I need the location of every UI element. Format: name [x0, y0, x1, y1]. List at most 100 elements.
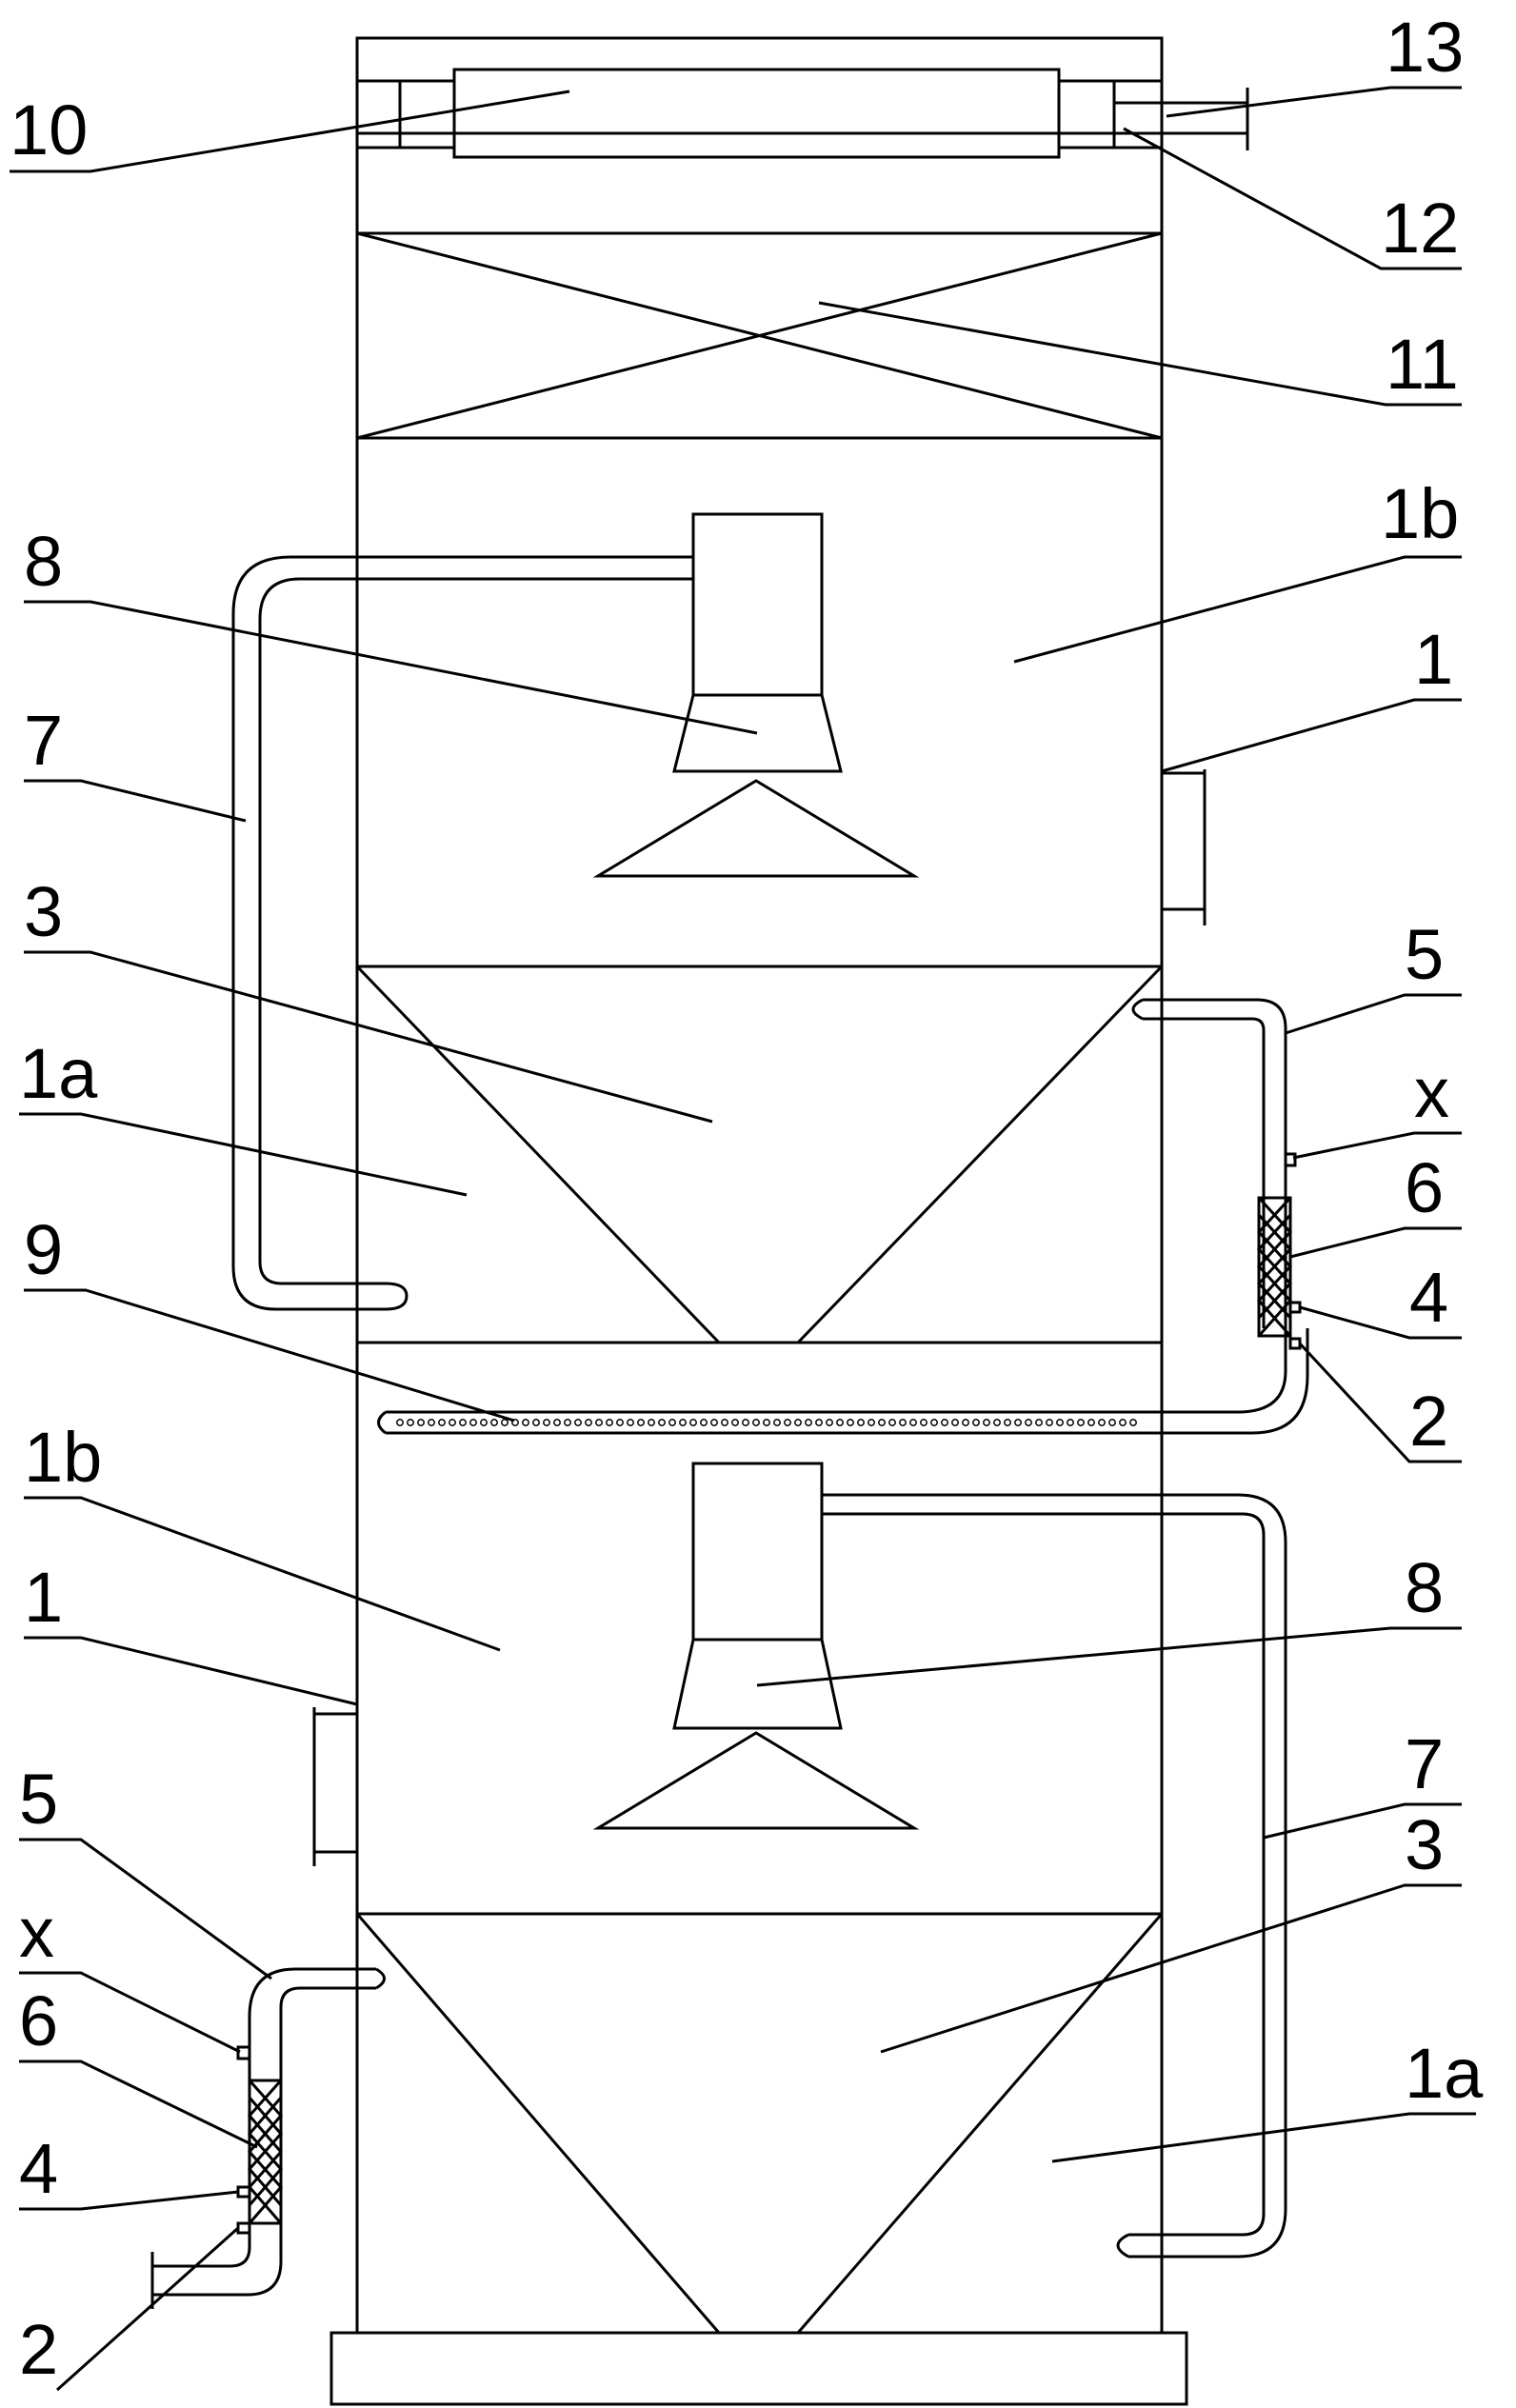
perforation-hole [878, 1419, 886, 1426]
label-3-bottom: 3 [1405, 1805, 1444, 1884]
perforation-hole [417, 1419, 425, 1426]
label-1a-top: 1a [19, 1034, 98, 1113]
label-6-left: 6 [19, 1981, 58, 2060]
label-8-bottom: 8 [1405, 1548, 1444, 1627]
perforation-hole [868, 1419, 875, 1426]
perforation-hole [899, 1419, 907, 1426]
perforation-hole [438, 1419, 446, 1426]
perforation-hole [689, 1419, 697, 1426]
lower-reaction-vessel [592, 1462, 920, 1830]
perforation-hole [941, 1419, 948, 1426]
collector-left-end [355, 79, 456, 149]
perforation-hole [1067, 1419, 1074, 1426]
perforation-hole [1087, 1419, 1095, 1426]
perforation-hole [742, 1419, 749, 1426]
label-1b-bottom: 1b [24, 1418, 102, 1497]
perforation-hole [826, 1419, 833, 1426]
label-7-left: 7 [24, 701, 63, 780]
label-2-right: 2 [1409, 1382, 1448, 1461]
perforation-hole [1129, 1419, 1137, 1426]
perforation-hole [1035, 1419, 1043, 1426]
perforation-hole [972, 1419, 980, 1426]
right-recirculation-assembly [1131, 998, 1302, 1350]
perforation-hole [951, 1419, 959, 1426]
upper-hopper [355, 965, 1164, 1344]
leader-lines [10, 86, 1476, 2392]
perforation-hole [1098, 1419, 1106, 1426]
right-fitting-2 [1288, 1337, 1302, 1350]
label-1-left: 1 [24, 1558, 63, 1637]
packing-layer [356, 231, 1163, 440]
label-x-right: x [1414, 1053, 1449, 1132]
perforation-hole [1119, 1419, 1127, 1426]
perforation-hole [700, 1419, 708, 1426]
label-4-left: 4 [19, 2129, 58, 2208]
label-4-right: 4 [1409, 1258, 1448, 1337]
collector-pipe [452, 68, 1061, 159]
label-3-top: 3 [24, 872, 63, 951]
perforated-distributor [377, 1328, 1309, 1435]
tower-body [355, 36, 1164, 2335]
left-fitting-2 [236, 2221, 251, 2235]
label-5-right: 5 [1405, 915, 1444, 994]
perforation-hole [480, 1419, 488, 1426]
perforation-hole [616, 1419, 624, 1426]
perforation-hole [993, 1419, 1001, 1426]
perforation-hole [721, 1419, 728, 1426]
perforation-hole [836, 1419, 844, 1426]
label-1a-bottom: 1a [1405, 2034, 1484, 2113]
lower-riser-pipe [822, 1493, 1287, 2259]
perforation-hole [407, 1419, 414, 1426]
perforation-hole [983, 1419, 990, 1426]
distributor-holes [396, 1419, 1137, 1426]
perforation-hole [815, 1419, 823, 1426]
perforation-hole [501, 1419, 509, 1426]
upper-side-nozzle [1162, 769, 1207, 925]
label-1b-top: 1b [1381, 474, 1459, 553]
perforation-hole [658, 1419, 666, 1426]
right-fitting-4 [1288, 1301, 1302, 1314]
label-x-left: x [19, 1893, 54, 1972]
perforation-hole [962, 1419, 969, 1426]
perforation-hole [763, 1419, 770, 1426]
perforation-hole [857, 1419, 865, 1426]
perforation-hole [1025, 1419, 1032, 1426]
perforation-hole [930, 1419, 938, 1426]
label-13: 13 [1386, 8, 1464, 87]
perforation-hole [428, 1419, 435, 1426]
perforation-hole [1046, 1419, 1053, 1426]
perforation-hole [574, 1419, 582, 1426]
perforation-hole [553, 1419, 561, 1426]
perforation-hole [710, 1419, 718, 1426]
left-recirculation-assembly [150, 1967, 386, 2309]
perforation-hole [606, 1419, 613, 1426]
perforation-hole [511, 1419, 519, 1426]
label-10: 10 [10, 90, 88, 169]
perforation-hole [805, 1419, 812, 1426]
perforation-hole [585, 1419, 592, 1426]
top-collector-assembly [355, 68, 1249, 159]
collector-right-end [1057, 79, 1164, 149]
perforation-hole [490, 1419, 498, 1426]
perforation-hole [522, 1419, 529, 1426]
perforation-hole [1056, 1419, 1064, 1426]
perforation-hole [784, 1419, 791, 1426]
left-fitting-4 [236, 2185, 251, 2199]
perforation-hole [1108, 1419, 1116, 1426]
left-valve-x [236, 2045, 251, 2060]
perforation-hole [459, 1419, 467, 1426]
perforation-hole [532, 1419, 540, 1426]
perforation-hole [469, 1419, 477, 1426]
perforation-hole [888, 1419, 896, 1426]
perforation-hole [396, 1419, 404, 1426]
lower-hopper [355, 1913, 1164, 2334]
perforation-hole [1014, 1419, 1022, 1426]
perforation-hole [773, 1419, 781, 1426]
base-plate [329, 2331, 1188, 2406]
part-labels: 10 13 12 11 8 1b 7 1 3 5 1a x 6 9 4 2 1b… [10, 8, 1484, 2389]
upper-reaction-vessel [592, 512, 920, 878]
perforation-hole [909, 1419, 917, 1426]
perforation-hole [731, 1419, 739, 1426]
perforation-hole [794, 1419, 802, 1426]
